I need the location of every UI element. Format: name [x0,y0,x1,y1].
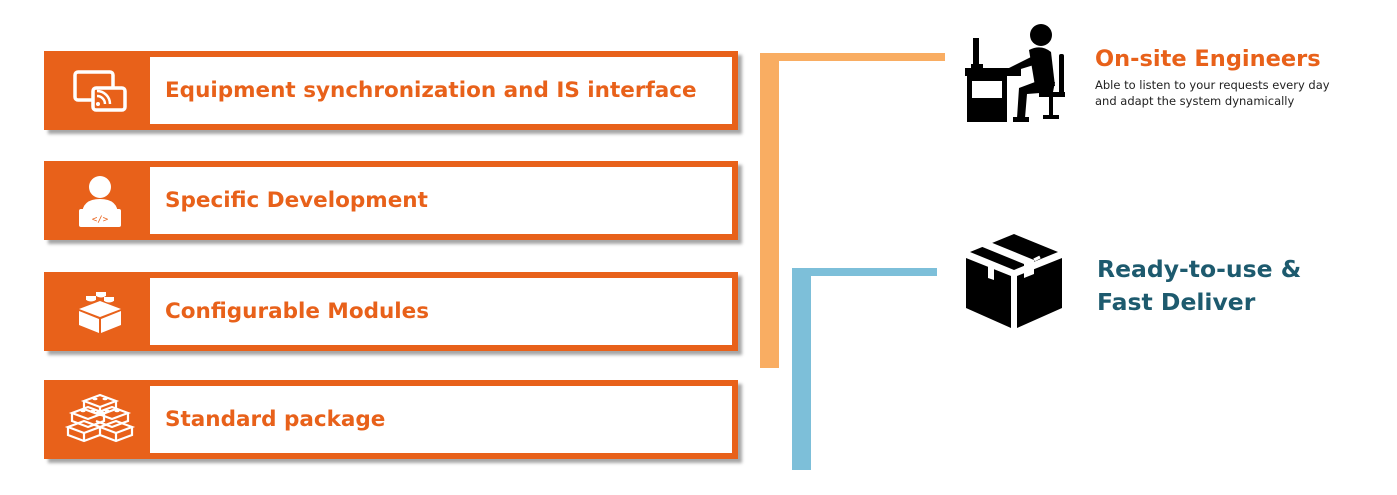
building-blocks-icon [79,291,121,333]
brick-stack-icon [64,393,136,442]
tier-label: Equipment synchronization and IS interfa… [165,78,697,103]
tier-icon-box [50,386,150,453]
orange-connector-vertical [760,53,779,368]
ready-line: Ready-to-use & [1097,255,1302,283]
tier-icon-box [50,278,150,345]
tier-icon-box [50,57,150,124]
tier-label: Standard package [165,407,386,432]
svg-text:</>: </> [92,215,109,225]
tier-card-specific-development: </> Specific Development [44,161,738,240]
package-box-icon [966,234,1062,328]
ready-line: Fast Deliver [1097,288,1256,316]
blue-connector-vertical [792,268,811,470]
orange-connector-horizontal [760,53,945,61]
tier-label: Specific Development [165,188,428,213]
tier-label: Configurable Modules [165,299,430,324]
engineer-at-desk-icon [965,24,1065,122]
description-line: and adapt the system dynamically [1095,94,1295,108]
onsite-engineers-description: Able to listen to your requests every da… [1095,77,1395,109]
tier-icon-box: </> [50,167,150,234]
screen-cast-icon [73,69,127,112]
description-line: Able to listen to your requests every da… [1095,78,1330,92]
ready-to-use-title: Ready-to-use & Fast Deliver [1097,253,1301,319]
tier-card-standard-package: Standard package [44,380,738,459]
tier-card-configurable-modules: Configurable Modules [44,272,738,351]
developer-icon: </> [79,175,121,227]
tier-card-equipment-sync: Equipment synchronization and IS interfa… [44,51,738,130]
blue-connector-horizontal [792,268,937,276]
onsite-engineers-title: On-site Engineers [1095,46,1321,72]
